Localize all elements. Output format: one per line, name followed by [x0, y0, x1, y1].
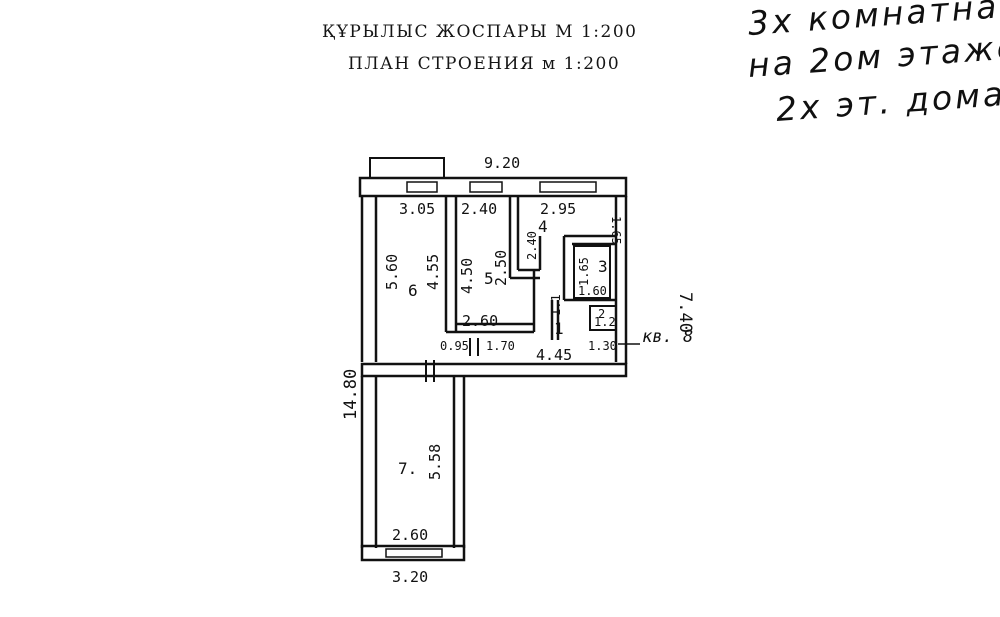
dim-room5-bottom: 2.60	[462, 312, 498, 330]
dim-right-strip: 1.65	[609, 216, 623, 245]
dim-room7-height: 5.58	[426, 444, 444, 480]
dim-room3-width: 1.60	[578, 284, 607, 298]
plan-title-russian: ПЛАН СТРОЕНИЯ м 1:200	[348, 54, 621, 74]
dim-room6-height: 5.60	[383, 254, 401, 290]
dim-room5-width: 2.40	[461, 200, 497, 218]
dim-hall-right: 1.30	[588, 339, 617, 353]
plan-walls	[358, 157, 640, 562]
dim-room6-width: 3.05	[399, 200, 435, 218]
dim-room6-inner: 4.55	[424, 254, 442, 290]
dim-room5-height: 4.50	[458, 258, 476, 294]
dim-entry-small: 0.95	[440, 339, 469, 353]
dim-corridor-height: 2.50	[492, 250, 510, 286]
apartment-label: кв. 8	[642, 327, 693, 347]
room-number-3: 3	[598, 257, 608, 276]
dim-total-height: 14.80	[341, 369, 361, 420]
dim-room4-height: 2.40	[525, 231, 539, 260]
dim-entry-width: 1.70	[486, 339, 515, 353]
dim-room2-size: 1.2	[594, 315, 616, 329]
dim-room3-height: 1.65	[577, 257, 591, 286]
dim-corridor-narrow: 1.1	[549, 294, 563, 316]
room-number-4: 4	[538, 217, 548, 236]
dim-room4-width: 2.95	[540, 200, 576, 218]
room-number-7: 7.	[398, 459, 417, 478]
dim-total-width: 9.20	[484, 154, 520, 172]
dim-hall-length: 4.45	[536, 346, 572, 364]
dim-room7-width: 2.60	[392, 526, 428, 544]
room-number-2: 2	[598, 307, 605, 321]
room-number-6: 6	[408, 281, 418, 300]
dim-room7-outer-width: 3.20	[392, 568, 428, 586]
room-number-5: 5	[484, 269, 494, 288]
room-number-1: 1	[554, 319, 564, 338]
plan-title-kazakh: ҚҰРЫЛЫС ЖОСПАРЫ М 1:200	[322, 22, 638, 42]
dim-right-height: 7.40	[675, 292, 695, 333]
